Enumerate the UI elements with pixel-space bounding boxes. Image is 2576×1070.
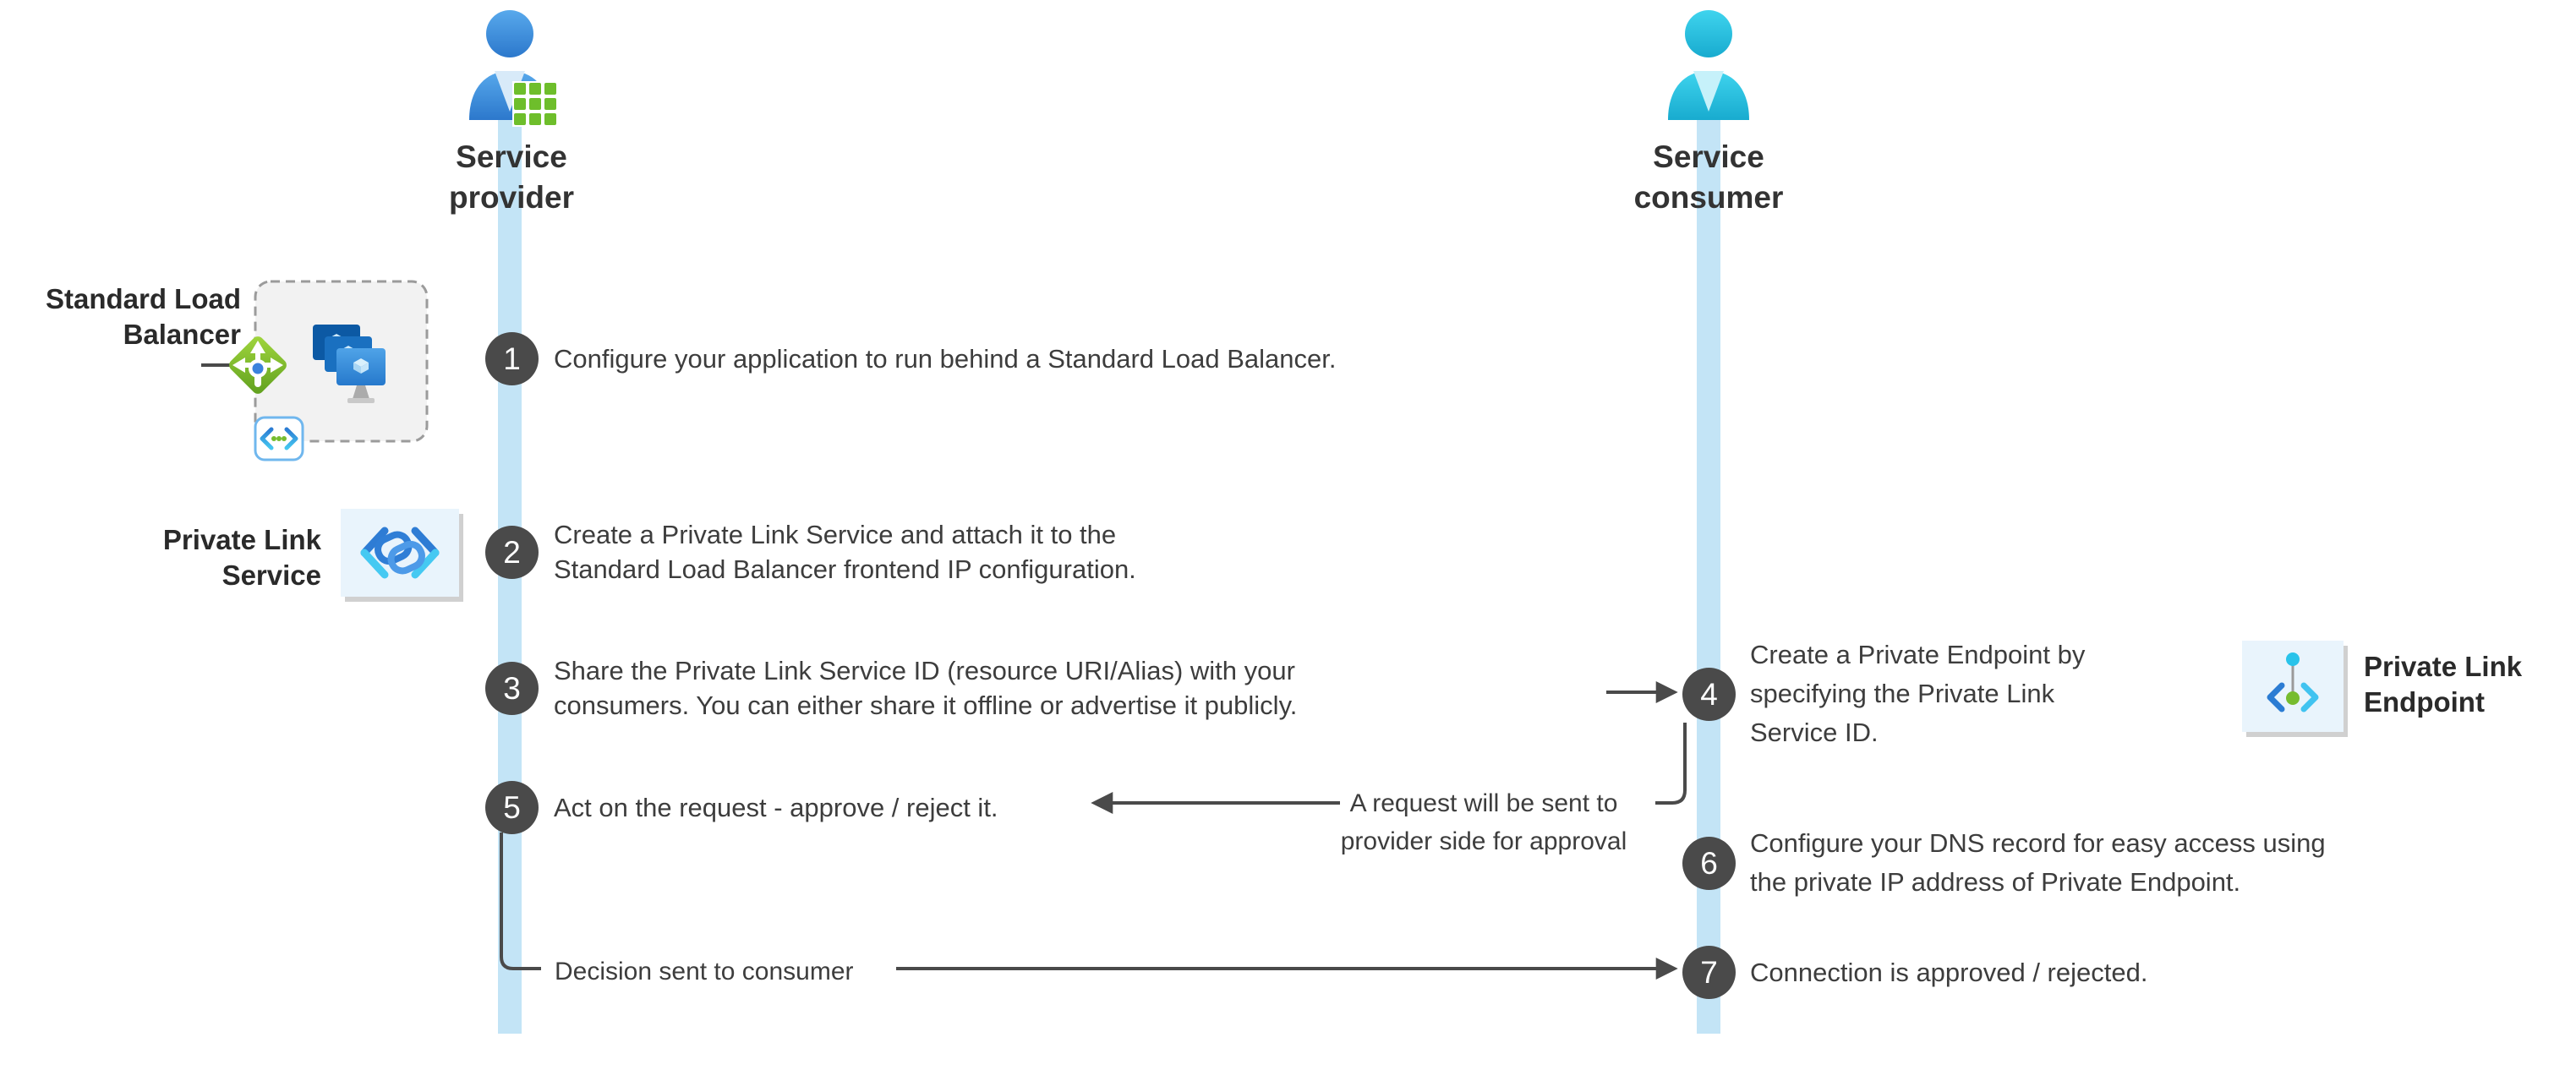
standard-load-balancer-label: Standard Load Balancer [30,281,241,352]
step-text-5: Act on the request - approve / reject it… [554,790,998,825]
step-badge-6: 6 [1682,837,1736,890]
step-badge-3: 3 [485,662,539,715]
provider-label-line2: provider [448,180,575,215]
virtual-network-icon [254,416,304,461]
request-note: A request will be sent to provider side … [1306,784,1661,860]
step4-line2: specifying the Private Link [1750,679,2055,708]
slb-label-line2: Balancer [123,319,241,350]
step6-line2: the private IP address of Private Endpoi… [1750,867,2241,897]
step-badge-5: 5 [485,781,539,834]
pls-label-line2: Service [222,560,321,591]
provider-label: Service provider [372,137,651,218]
step2-line2: Standard Load Balancer frontend IP confi… [554,554,1136,584]
load-balancer-icon [229,336,287,394]
step-text-4: Create a Private Endpoint by specifying … [1750,636,2085,752]
step-badge-4: 4 [1682,668,1736,721]
request-note-line1: A request will be sent to [1349,789,1618,817]
step5-line1: Act on the request - approve / reject it… [554,793,998,822]
consumer-label: Service consumer [1569,137,1848,218]
step4-line3: Service ID. [1750,718,1879,747]
ple-label-line2: Endpoint [2364,686,2485,718]
step7-line1: Connection is approved / rejected. [1750,958,2148,987]
ple-label-line1: Private Link [2364,651,2523,682]
step-text-1: Configure your application to run behind… [554,341,1336,376]
request-note-line2: provider side for approval [1340,827,1627,855]
pls-label-line1: Private Link [162,524,321,555]
private-endpoint-icon [2242,641,2344,732]
step6-line1: Configure your DNS record for easy acces… [1750,828,2326,858]
step-text-6: Configure your DNS record for easy acces… [1750,824,2326,902]
app-grid-icon [512,81,558,127]
consumer-person-icon [1668,10,1749,120]
private-link-service-label: Private Link Service [110,522,321,593]
provider-label-line1: Service [456,139,567,174]
step1-line1: Configure your application to run behind… [554,344,1337,374]
step-text-7: Connection is approved / rejected. [1750,955,2147,990]
consumer-label-line1: Service [1653,139,1764,174]
step-badge-2: 2 [485,526,539,579]
private-link-service-icon [341,509,459,597]
slb-label-line1: Standard Load [45,283,241,314]
step3-line1: Share the Private Link Service ID (resou… [554,656,1295,685]
step2-line1: Create a Private Link Service and attach… [554,520,1117,549]
step3-line2: consumers. You can either share it offli… [554,691,1298,720]
step-badge-7: 7 [1682,946,1736,999]
step-badge-1: 1 [485,332,539,385]
decision-note: Decision sent to consumer [555,958,854,985]
virtual-machines-icon [313,325,386,403]
step4-line1: Create a Private Endpoint by [1750,640,2086,669]
step-text-2: Create a Private Link Service and attach… [554,517,1136,587]
consumer-label-line2: consumer [1633,180,1784,215]
private-link-endpoint-label: Private Link Endpoint [2364,649,2576,720]
step-text-3: Share the Private Link Service ID (resou… [554,653,1297,723]
